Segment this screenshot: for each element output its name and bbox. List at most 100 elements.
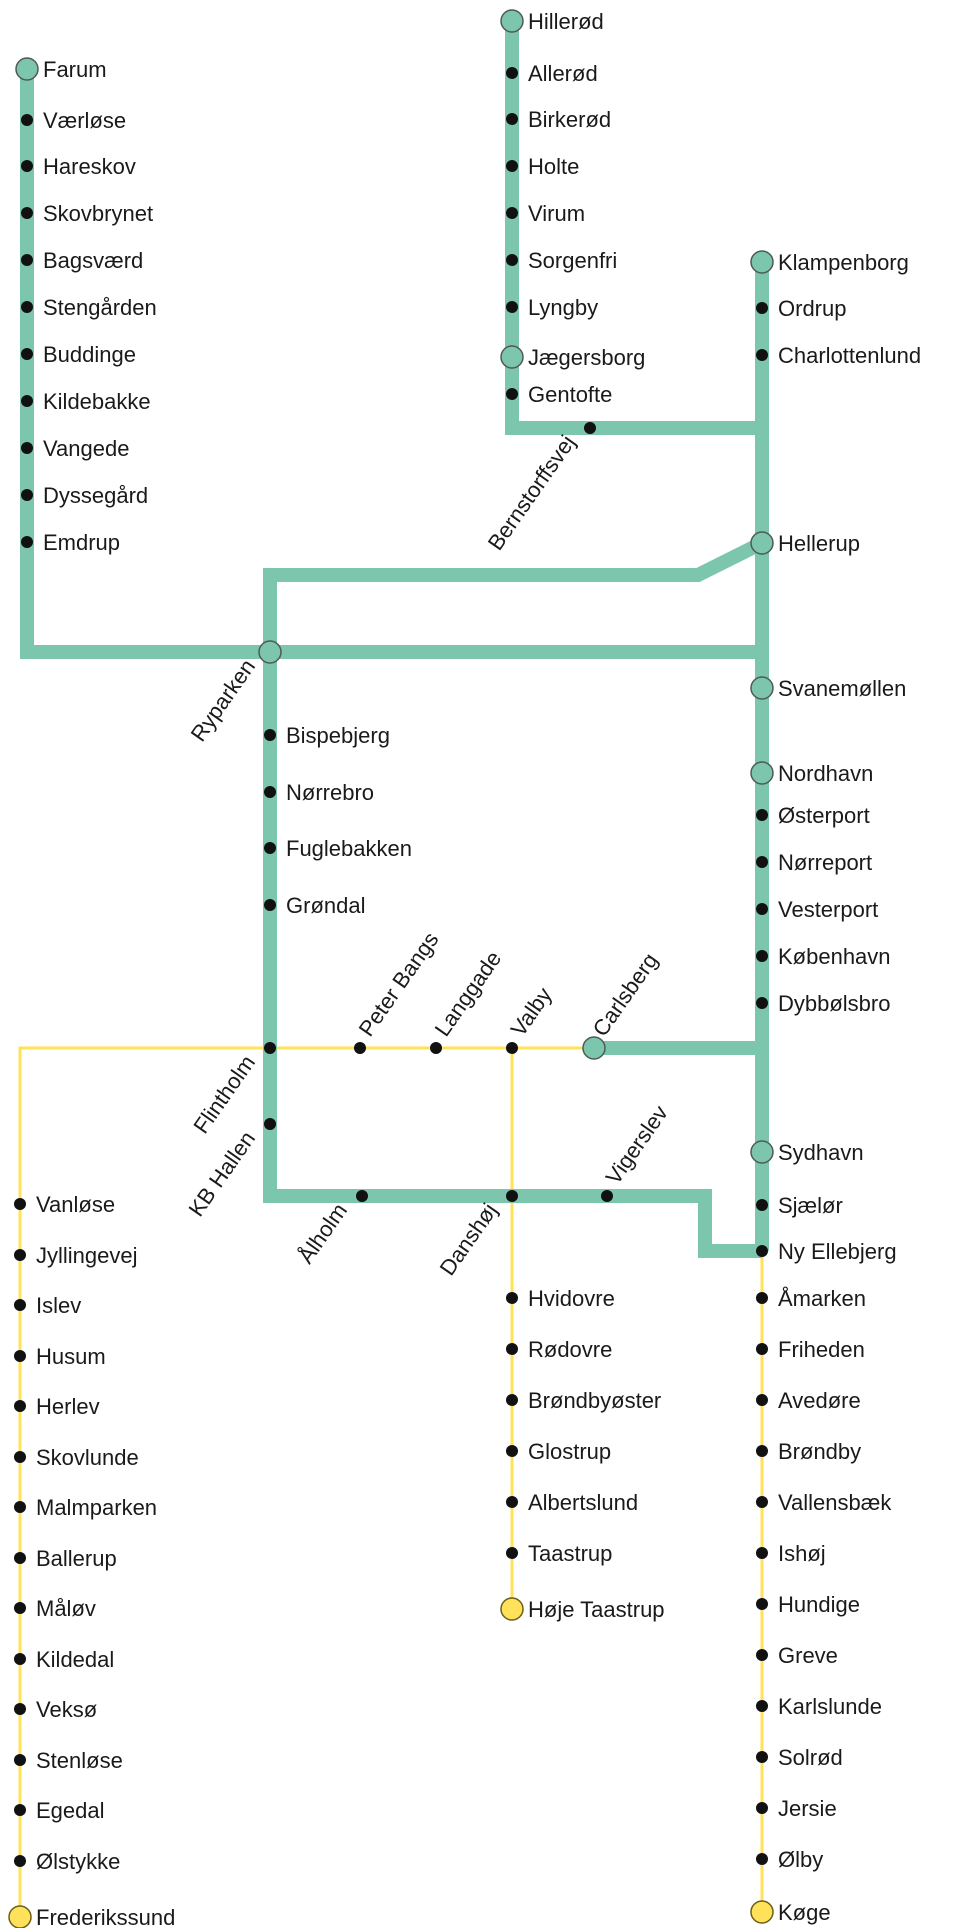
station-ordrup[interactable]: Ordrup [756,296,846,321]
stop-dot [506,160,518,172]
station-kb-hallen[interactable]: KB Hallen [183,1118,276,1221]
station-bispebjerg[interactable]: Bispebjerg [264,723,390,748]
station-malmparken[interactable]: Malmparken [14,1495,157,1520]
station-taastrup[interactable]: Taastrup [506,1541,612,1566]
station-label: Ordrup [778,296,846,321]
station-buddinge[interactable]: Buddinge [21,342,136,367]
station-norrebro[interactable]: Nørrebro [264,780,374,805]
station-skovlunde[interactable]: Skovlunde [14,1445,139,1470]
station-hillerod[interactable]: Hillerød [500,9,604,34]
station-bernstorffsvej[interactable]: Bernstorffsvej [483,422,596,555]
stop-dot [14,1350,26,1362]
station-lyngby[interactable]: Lyngby [506,295,598,320]
station-frederikssund[interactable]: Frederikssund [8,1905,175,1928]
station-rodovre[interactable]: Rødovre [506,1337,612,1362]
station-svanemollen[interactable]: Svanemøllen [750,676,906,701]
station-hareskov[interactable]: Hareskov [21,154,136,179]
station-label: Brøndbyøster [528,1388,661,1413]
station-olstykke[interactable]: Ølstykke [14,1849,120,1874]
station-herlev[interactable]: Herlev [14,1394,100,1419]
station-glostrup[interactable]: Glostrup [506,1439,611,1464]
station-kildebakke[interactable]: Kildebakke [21,389,151,414]
station-label: Gentofte [528,382,612,407]
station-emdrup[interactable]: Emdrup [21,530,120,555]
station-bagsvaerd[interactable]: Bagsværd [21,248,143,273]
station-albertslund[interactable]: Albertslund [506,1490,638,1515]
station-solrod[interactable]: Solrød [756,1745,843,1770]
station-husum[interactable]: Husum [14,1344,106,1369]
station-label: Sorgenfri [528,248,617,273]
station-vallensbaek[interactable]: Vallensbæk [756,1490,892,1515]
station-klampenborg[interactable]: Klampenborg [750,250,909,275]
station-hellerup[interactable]: Hellerup [750,531,860,556]
station-koge[interactable]: Køge [750,1900,831,1925]
station-egedal[interactable]: Egedal [14,1798,105,1823]
station-gentofte[interactable]: Gentofte [506,382,612,407]
station-hvidovre[interactable]: Hvidovre [506,1286,615,1311]
station-skovbrynet[interactable]: Skovbrynet [21,201,153,226]
interchange-marker [258,640,282,664]
station-kobenhavn[interactable]: København [756,944,891,969]
station-amarken[interactable]: Åmarken [756,1286,866,1311]
station-langgade[interactable]: Langgade [430,946,507,1054]
station-birkerod[interactable]: Birkerød [506,107,611,132]
stop-dot [14,1299,26,1311]
stop-dot [264,729,276,741]
station-karlslunde[interactable]: Karlslunde [756,1694,882,1719]
station-danshoj[interactable]: Danshøj [435,1190,518,1280]
green-line-ringbane [263,652,762,1258]
station-friheden[interactable]: Friheden [756,1337,865,1362]
station-vekso[interactable]: Veksø [14,1697,97,1722]
station-peter-bangs[interactable]: Peter Bangs [354,927,444,1054]
terminus-marker [750,1900,774,1924]
station-label: Jersie [778,1796,837,1821]
station-grondal[interactable]: Grøndal [264,893,365,918]
station-flintholm[interactable]: Flintholm [188,1042,276,1138]
station-norreport[interactable]: Nørreport [756,850,872,875]
station-brondby[interactable]: Brøndby [756,1439,861,1464]
station-olby[interactable]: Ølby [756,1847,823,1872]
station-hundige[interactable]: Hundige [756,1592,860,1617]
station-sydhavn[interactable]: Sydhavn [750,1140,864,1165]
station-osterport[interactable]: Østerport [756,803,870,828]
station-avedore[interactable]: Avedøre [756,1388,861,1413]
station-jersie[interactable]: Jersie [756,1796,837,1821]
station-label: Hillerød [528,9,604,34]
station-ballerup[interactable]: Ballerup [14,1546,117,1571]
station-charlottenlund[interactable]: Charlottenlund [756,343,921,368]
station-vesterport[interactable]: Vesterport [756,897,878,922]
terminus-marker [500,1597,524,1621]
station-dyssegard[interactable]: Dyssegård [21,483,148,508]
station-stengarden[interactable]: Stengården [21,295,157,320]
stop-dot [756,302,768,314]
station-holte[interactable]: Holte [506,154,579,179]
station-islev[interactable]: Islev [14,1293,81,1318]
station-hoje-taastrup[interactable]: Høje Taastrup [500,1597,665,1622]
station-fuglebakken[interactable]: Fuglebakken [264,836,412,861]
station-vigerslev[interactable]: Vigerslev [601,1101,673,1202]
station-ny-ellebjerg[interactable]: Ny Ellebjerg [756,1239,897,1264]
station-vangede[interactable]: Vangede [21,436,129,461]
station-valby[interactable]: Valby [506,983,557,1054]
station-stenlose[interactable]: Stenløse [14,1748,123,1773]
station-brondbyoster[interactable]: Brøndbyøster [506,1388,661,1413]
station-sjaelor[interactable]: Sjælør [756,1193,843,1218]
station-virum[interactable]: Virum [506,201,585,226]
station-farum[interactable]: Farum [15,57,107,82]
station-label: Emdrup [43,530,120,555]
station-allerod[interactable]: Allerød [506,61,598,86]
station-jyllingevej[interactable]: Jyllingevej [14,1243,138,1268]
station-kildedal[interactable]: Kildedal [14,1647,114,1672]
station-malov[interactable]: Måløv [14,1596,96,1621]
station-vaerlose[interactable]: Værløse [21,108,126,133]
station-dybbolsbro[interactable]: Dybbølsbro [756,991,890,1016]
station-sorgenfri[interactable]: Sorgenfri [506,248,617,273]
station-vanlose[interactable]: Vanløse [14,1192,115,1217]
station-ishoj[interactable]: Ishøj [756,1541,826,1566]
station-jaegersborg[interactable]: Jægersborg [500,345,645,370]
station-label: Bernstorffsvej [483,431,580,555]
station-label: KB Hallen [183,1127,260,1221]
station-nordhavn[interactable]: Nordhavn [750,761,873,786]
stop-dot [21,160,33,172]
station-greve[interactable]: Greve [756,1643,838,1668]
